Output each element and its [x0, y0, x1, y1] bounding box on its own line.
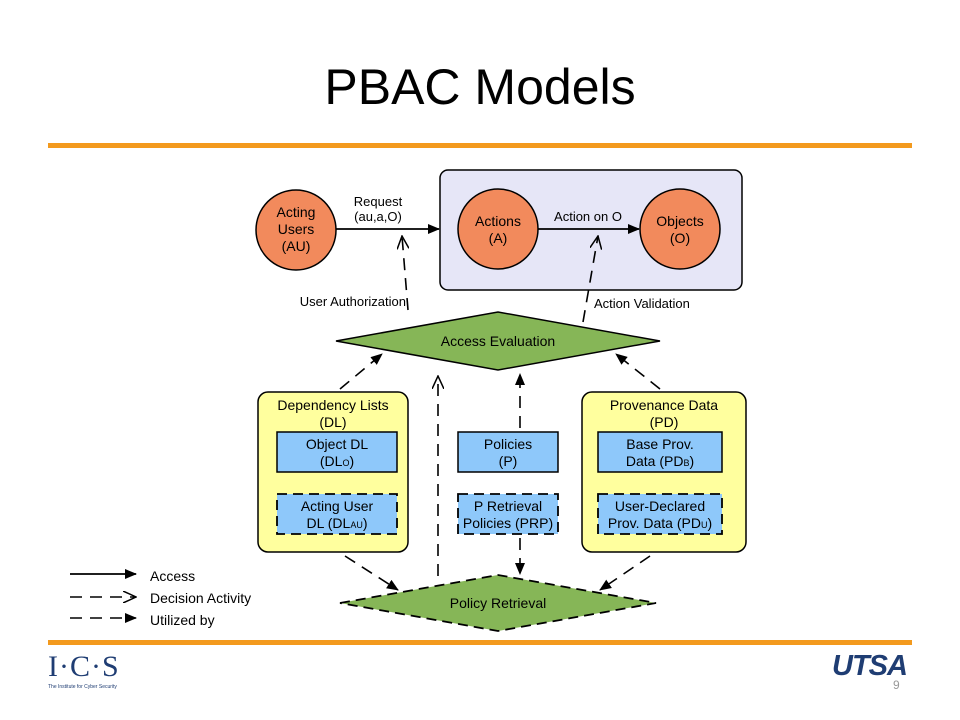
request-label-1: Request	[354, 194, 403, 209]
policy-retrieval-label: Policy Retrieval	[450, 595, 546, 611]
acting-users-node	[255, 189, 337, 271]
request-label-2: (au,a,O)	[354, 209, 402, 224]
page-number: 9	[893, 678, 900, 692]
acting-users-label-1: Acting	[277, 204, 316, 220]
acting-user-dl-label-1: Acting User	[301, 498, 374, 514]
legend-access-label: Access	[150, 568, 195, 584]
dl-to-policy-retrieval	[344, 555, 399, 591]
ics-logo: I·C·S The Institute for Cyber Security	[48, 650, 120, 692]
acting-user-dl-box	[276, 493, 398, 535]
acting-users-label-2: Users	[278, 221, 315, 237]
access-evaluation-diamond	[335, 311, 661, 371]
user-declared-box	[597, 493, 723, 535]
policies-box	[457, 431, 559, 473]
user-authorization-label: User Authorization	[300, 294, 406, 309]
pd-to-policy-retrieval	[599, 555, 651, 591]
objects-label-2: (O)	[670, 230, 690, 246]
provenance-data-label-1: Provenance Data	[610, 397, 718, 413]
user-authorization-arrow	[402, 236, 408, 311]
actions-label-2: (A)	[489, 230, 508, 246]
action-validation-arrow	[582, 236, 598, 323]
p-retrieval-policies-box	[457, 493, 559, 535]
provenance-data-label-2: (PD)	[650, 414, 679, 430]
objects-label-1: Objects	[656, 213, 703, 229]
p-retrieval-policies-label-2: Policies (PRP)	[463, 515, 553, 531]
utsa-logo: UTSA	[832, 650, 908, 682]
object-dl-label-2: (DLO)	[320, 453, 354, 469]
acting-user-dl-label-2: DL (DLAU)	[306, 515, 367, 531]
action-on-o-label: Action on O	[554, 209, 622, 224]
actions-node	[457, 188, 539, 270]
ics-logo-text: I·C·S	[48, 650, 120, 683]
dl-to-access-evaluation	[339, 353, 383, 390]
base-prov-label-2: Data (PDB)	[626, 453, 694, 469]
access-evaluation-label: Access Evaluation	[441, 333, 555, 349]
user-declared-label-1: User-Declared	[615, 498, 705, 514]
user-declared-label-2: Prov. Data (PDU)	[608, 515, 712, 531]
pd-to-access-evaluation	[615, 353, 661, 390]
objects-node	[639, 188, 721, 270]
object-dl-box	[276, 431, 398, 473]
slide-title: PBAC Models	[324, 59, 636, 115]
top-orange-rule	[48, 143, 912, 148]
action-validation-label: Action Validation	[594, 296, 690, 311]
dependency-lists-label-1: Dependency Lists	[277, 397, 388, 413]
policies-label-2: (P)	[499, 453, 518, 469]
policy-retrieval-diamond	[339, 574, 657, 632]
legend-decision-label: Decision Activity	[150, 590, 251, 606]
legend-utilized-label: Utilized by	[150, 612, 215, 628]
base-prov-box	[597, 431, 723, 473]
actions-label-1: Actions	[475, 213, 521, 229]
object-dl-label-1: Object DL	[306, 436, 368, 452]
dependency-lists-label-2: (DL)	[319, 414, 346, 430]
base-prov-label-1: Base Prov.	[626, 436, 693, 452]
ics-logo-subtitle: The Institute for Cyber Security	[48, 684, 117, 690]
policies-label-1: Policies	[484, 436, 532, 452]
p-retrieval-policies-label-1: P Retrieval	[474, 498, 542, 514]
bottom-orange-rule	[48, 640, 912, 645]
acting-users-label-3: (AU)	[282, 238, 311, 254]
